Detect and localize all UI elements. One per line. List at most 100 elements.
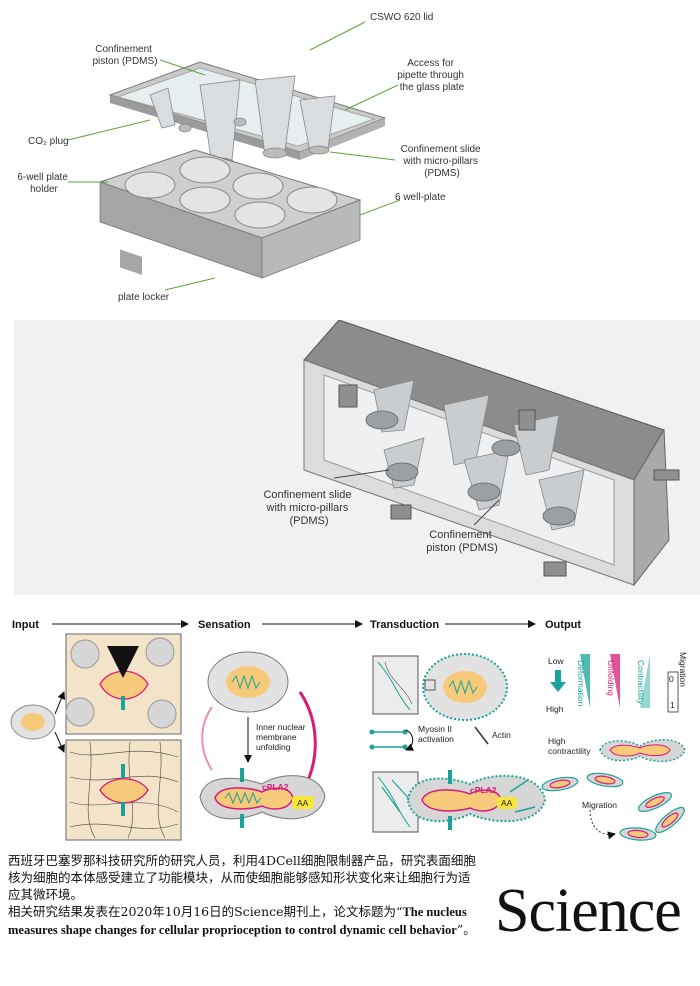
input-fibrous-matrix xyxy=(65,739,182,841)
stage-sensation: Sensation xyxy=(198,619,251,631)
label-locker: plate locker xyxy=(118,292,170,303)
plate-holder xyxy=(98,149,362,279)
label-slide-line3: (PDMS) xyxy=(424,168,460,179)
legend-contractility-text: Contractility xyxy=(636,660,646,705)
section-label-slide-line3: (PDMS) xyxy=(289,515,328,527)
leader-lines xyxy=(67,21,401,291)
legend-migration-0: 0 xyxy=(669,674,674,684)
legend-migration-text: Migration xyxy=(678,652,688,687)
legend-deformation-wedge xyxy=(580,654,590,708)
device-exploded-panel: CSWO 620 lid Confinement piston (PDMS) A… xyxy=(0,0,565,320)
label-co2-text: CO₂ plug xyxy=(28,136,69,147)
stage-transduction: Transduction xyxy=(370,619,439,631)
caption: 西班牙巴塞罗那科技研究所的研究人员，利用4DCell细胞限制器产品，研究表面细胞… xyxy=(8,852,478,939)
journal-logo: Science xyxy=(495,877,682,945)
output-high-contractility-line2: contractility xyxy=(548,746,591,756)
section-label-slide-line2: with micro-pillars xyxy=(266,502,349,514)
stage-output: Output xyxy=(545,619,581,631)
output-high-contractility-line1: High xyxy=(548,736,566,746)
label-slide: Confinement slide with micro-pillars (PD… xyxy=(401,144,484,179)
stage-sensation-text: Sensation xyxy=(198,619,251,631)
legend-unfolding: Unfolding xyxy=(606,660,616,696)
label-plate: 6 well-plate xyxy=(395,192,446,203)
legend-low-text: Low xyxy=(548,656,564,666)
transduction-myosin-line2: activation xyxy=(418,734,454,744)
label-lid-text: CSWO 620 lid xyxy=(370,12,433,23)
sensation-product: AA xyxy=(297,798,309,808)
label-holder-line2: holder xyxy=(30,184,58,195)
stage-output-text: Output xyxy=(545,619,581,631)
transduction-product-box xyxy=(497,797,517,809)
sensation-unfolding-line3: unfolding xyxy=(256,742,291,752)
pistons xyxy=(149,75,336,169)
sensation-unfolding-line1: Inner nuclear xyxy=(256,722,306,732)
legend-migration: Migration xyxy=(678,652,688,687)
sensation-round-cell xyxy=(207,651,289,713)
transduction-myosin-label: Myosin II activation xyxy=(418,724,454,744)
device-exploded-illustration: CSWO 620 lid Confinement piston (PDMS) A… xyxy=(17,12,484,303)
transduction-product: AA xyxy=(501,798,513,808)
legend-migration-0-text: 0 xyxy=(669,674,674,684)
transduction-deformed-cell: cPLA2 AA xyxy=(406,770,547,830)
label-access-line1: Access for xyxy=(407,58,454,69)
legend-low: Low xyxy=(548,656,564,666)
sensation-pink-arrow-left xyxy=(201,706,213,771)
pathway-diagram: Input Sensation Transduction Output Inne… xyxy=(10,619,688,841)
label-lid: CSWO 620 lid xyxy=(370,12,433,23)
input-crowded-tissue xyxy=(65,633,182,735)
sensation-enzyme-text: cPLA2 xyxy=(262,782,289,792)
section-label-piston: Confinement piston (PDMS) xyxy=(426,529,498,554)
caption-line2: 相关研究结果发表在2020年10月16日的Science期刊上，论文标题为“Th… xyxy=(8,903,478,939)
legend-contractility: Contractility xyxy=(636,660,646,705)
sensation-enzyme: cPLA2 xyxy=(262,782,289,792)
device-section-panel: Confinement slide with micro-pillars (PD… xyxy=(14,319,700,595)
output-migration-text: Migration xyxy=(582,800,617,810)
transduction-actin-text: Actin xyxy=(492,730,511,740)
label-piston-line2: piston (PDMS) xyxy=(92,56,157,67)
caption-line2-prefix: 相关研究结果发表在2020年10月16日的Science期刊上，论文标题为“ xyxy=(8,904,403,919)
legend-deformation: Deformation xyxy=(576,660,586,707)
label-access-line3: the glass plate xyxy=(400,82,465,93)
pathway-panel: Input Sensation Transduction Output Inne… xyxy=(0,612,700,850)
section-label-piston-line1: Confinement xyxy=(429,529,491,541)
transduction-myosin-line1: Myosin II xyxy=(418,724,452,734)
label-piston-line1: Confinement xyxy=(95,44,152,55)
caption-paper-title: The nucleus measures shape changes for c… xyxy=(8,905,467,937)
transduction-enzyme-text: cPLA2 xyxy=(470,785,497,795)
label-holder: 6-well plate holder xyxy=(17,172,70,195)
label-locker-text: plate locker xyxy=(118,292,170,303)
wells xyxy=(124,156,338,229)
sensation-product-box xyxy=(292,796,314,809)
sensation-unfolding-line2: membrane xyxy=(256,732,297,742)
output-migrating-cells xyxy=(541,772,685,841)
transduction-zoom-top xyxy=(372,655,419,715)
legend-high-text: High xyxy=(546,704,564,714)
micro-pillar-discs xyxy=(365,410,576,526)
transduction-enzyme: cPLA2 xyxy=(470,785,497,795)
label-slide-line2: with micro-pillars xyxy=(402,156,477,167)
stage-input-text: Input xyxy=(12,619,39,631)
output-migration-path xyxy=(589,809,616,840)
transduction-product-text: AA xyxy=(501,798,513,808)
caption-line2-suffix: ”。 xyxy=(456,922,476,937)
sensation-deformed-cell: cPLA2 AA xyxy=(199,768,326,828)
output-high-contractility: High contractility xyxy=(548,736,591,756)
label-slide-line1: Confinement slide xyxy=(401,144,481,155)
legend-high: High xyxy=(546,704,564,714)
transduction-zoom-bottom xyxy=(372,771,419,833)
legend-migration-1: 1 xyxy=(670,700,675,710)
label-co2: CO₂ plug xyxy=(28,136,69,147)
section-label-slide: Confinement slide with micro-pillars (PD… xyxy=(263,489,354,527)
input-cell xyxy=(10,691,66,753)
label-access-line2: pipette through xyxy=(397,70,464,81)
label-holder-line1: 6-well plate xyxy=(17,172,68,183)
caption-line1: 西班牙巴塞罗那科技研究所的研究人员，利用4DCell细胞限制器产品，研究表面细胞… xyxy=(8,853,476,902)
legend-contractility-wedge xyxy=(640,654,650,708)
label-piston: Confinement piston (PDMS) xyxy=(92,44,157,67)
transduction-actin-label: Actin xyxy=(492,730,511,740)
transduction-round-cell xyxy=(422,653,508,721)
legend-arrow-icon xyxy=(550,670,566,692)
legend-deformation-text: Deformation xyxy=(576,660,586,707)
device-section-illustration: Confinement slide with micro-pillars (PD… xyxy=(263,319,680,587)
legend-migration-box xyxy=(667,671,679,713)
